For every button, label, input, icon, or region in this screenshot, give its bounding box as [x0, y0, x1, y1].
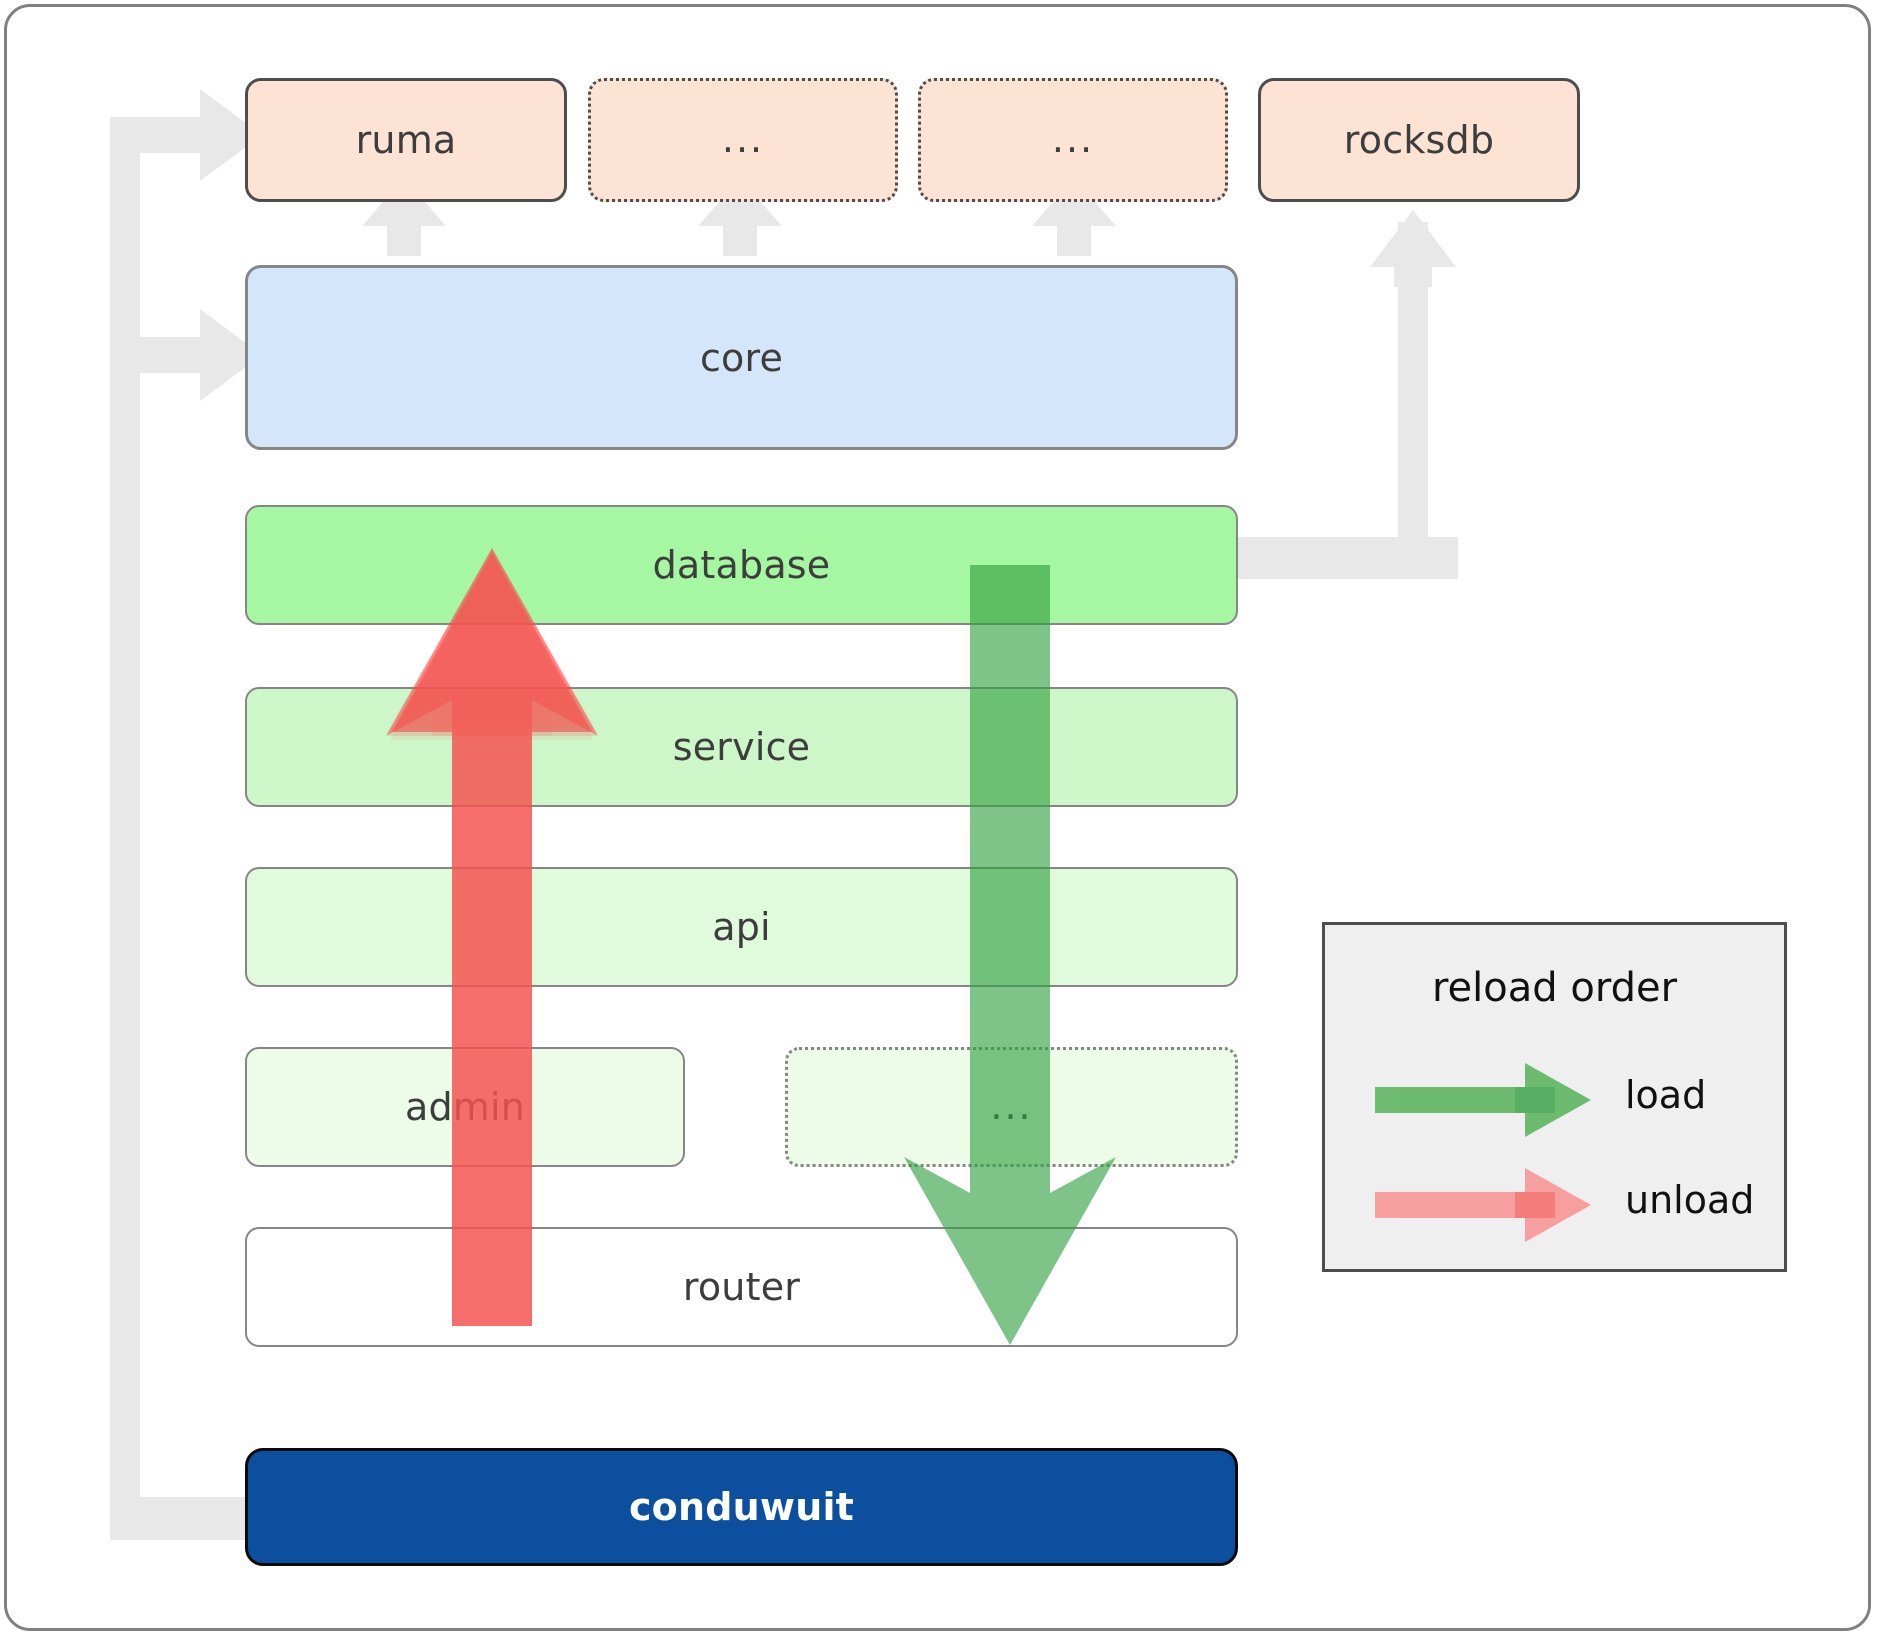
- legend-panel: reload order load unload: [1322, 922, 1787, 1272]
- node-api-label: api: [712, 905, 771, 949]
- node-database[interactable]: database: [245, 505, 1238, 625]
- legend-title: reload order: [1431, 965, 1678, 1011]
- node-router-label: router: [682, 1265, 801, 1309]
- node-admin-label: admin: [404, 1085, 526, 1129]
- node-rocksdb[interactable]: rocksdb: [1258, 78, 1580, 202]
- legend-row-unload: unload: [1325, 1168, 1784, 1242]
- legend-load-arrow-icon: [1375, 1063, 1591, 1137]
- node-conduwuit-label: conduwuit: [628, 1485, 855, 1529]
- node-conduwuit[interactable]: conduwuit: [245, 1448, 1238, 1566]
- node-service-label: service: [672, 725, 811, 769]
- node-router[interactable]: router: [245, 1227, 1238, 1347]
- node-api[interactable]: api: [245, 867, 1238, 987]
- legend-row-load: load: [1325, 1063, 1784, 1137]
- node-ext-dots-2[interactable]: ...: [918, 78, 1228, 202]
- legend-unload-arrow-icon: [1375, 1168, 1591, 1242]
- node-stack-dots[interactable]: ...: [785, 1047, 1238, 1167]
- node-ext-dots-1-label: ...: [721, 117, 765, 162]
- node-core-label: core: [699, 335, 784, 380]
- legend-load-label: load: [1625, 1073, 1707, 1117]
- node-ext-dots-2-label: ...: [1051, 117, 1095, 162]
- node-admin[interactable]: admin: [245, 1047, 685, 1167]
- node-stack-dots-label: ...: [990, 1084, 1033, 1129]
- node-service[interactable]: service: [245, 687, 1238, 807]
- node-ruma-label: ruma: [355, 118, 457, 162]
- node-database-label: database: [652, 543, 831, 587]
- legend-unload-label: unload: [1625, 1178, 1755, 1222]
- node-ext-dots-1[interactable]: ...: [588, 78, 898, 202]
- node-ruma[interactable]: ruma: [245, 78, 567, 202]
- diagram-frame: [4, 4, 1871, 1631]
- node-core[interactable]: core: [245, 265, 1238, 450]
- node-rocksdb-label: rocksdb: [1343, 118, 1495, 162]
